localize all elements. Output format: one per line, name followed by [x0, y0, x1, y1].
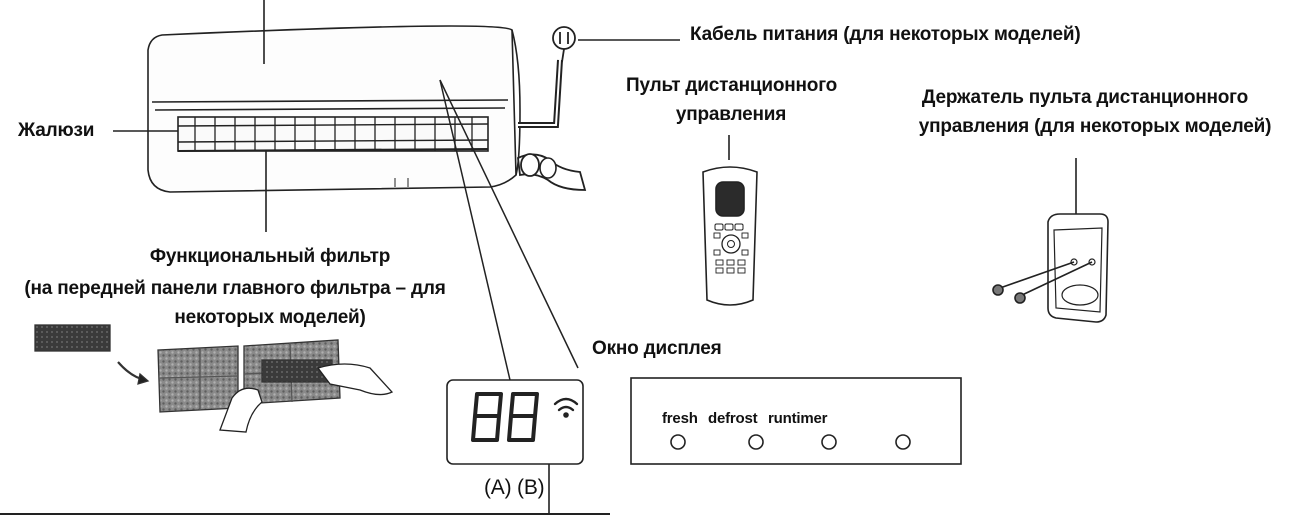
- label-filter-line1: Функциональный фильтр: [149, 246, 391, 267]
- indoor-unit: [147, 25, 521, 193]
- indicator-led-4: [895, 434, 911, 450]
- pipes: [517, 59, 587, 191]
- label-remote-line1: Пульт дистанционного: [626, 75, 838, 96]
- display-panel-a: [446, 379, 584, 465]
- label-filter-line3: некоторых моделей): [174, 307, 366, 328]
- display-panel-b: [630, 377, 962, 465]
- label-power-cable: Кабель питания (для некоторых моделей): [690, 24, 1081, 45]
- remote-holder-icon: [992, 158, 1109, 323]
- indicator-led-fresh: [670, 434, 686, 450]
- indicator-label-defrost: defrost: [708, 410, 758, 427]
- label-remote-line2: управления: [675, 104, 787, 125]
- wifi-icon: [553, 397, 579, 418]
- remote-control-icon: [702, 135, 758, 306]
- label-holder-line1: Держатель пульта дистанционного: [921, 87, 1249, 108]
- indicator-led-runtimer: [821, 434, 837, 450]
- power-plug-icon: [552, 26, 576, 63]
- label-louvers: Жалюзи: [18, 120, 95, 141]
- label-display-ab: (A) (B): [484, 476, 545, 499]
- label-display-window: Окно дисплея: [592, 338, 722, 359]
- indicator-led-defrost: [748, 434, 764, 450]
- label-filter-line2: (на передней панели главного фильтра – д…: [24, 278, 446, 299]
- filter-illustration: [34, 324, 394, 433]
- display-digits: 88: [475, 392, 541, 442]
- label-holder-line2: управления (для некоторых моделей): [918, 116, 1272, 137]
- indicator-label-fresh: fresh: [662, 410, 698, 427]
- indicator-label-runtimer: runtimer: [768, 410, 828, 427]
